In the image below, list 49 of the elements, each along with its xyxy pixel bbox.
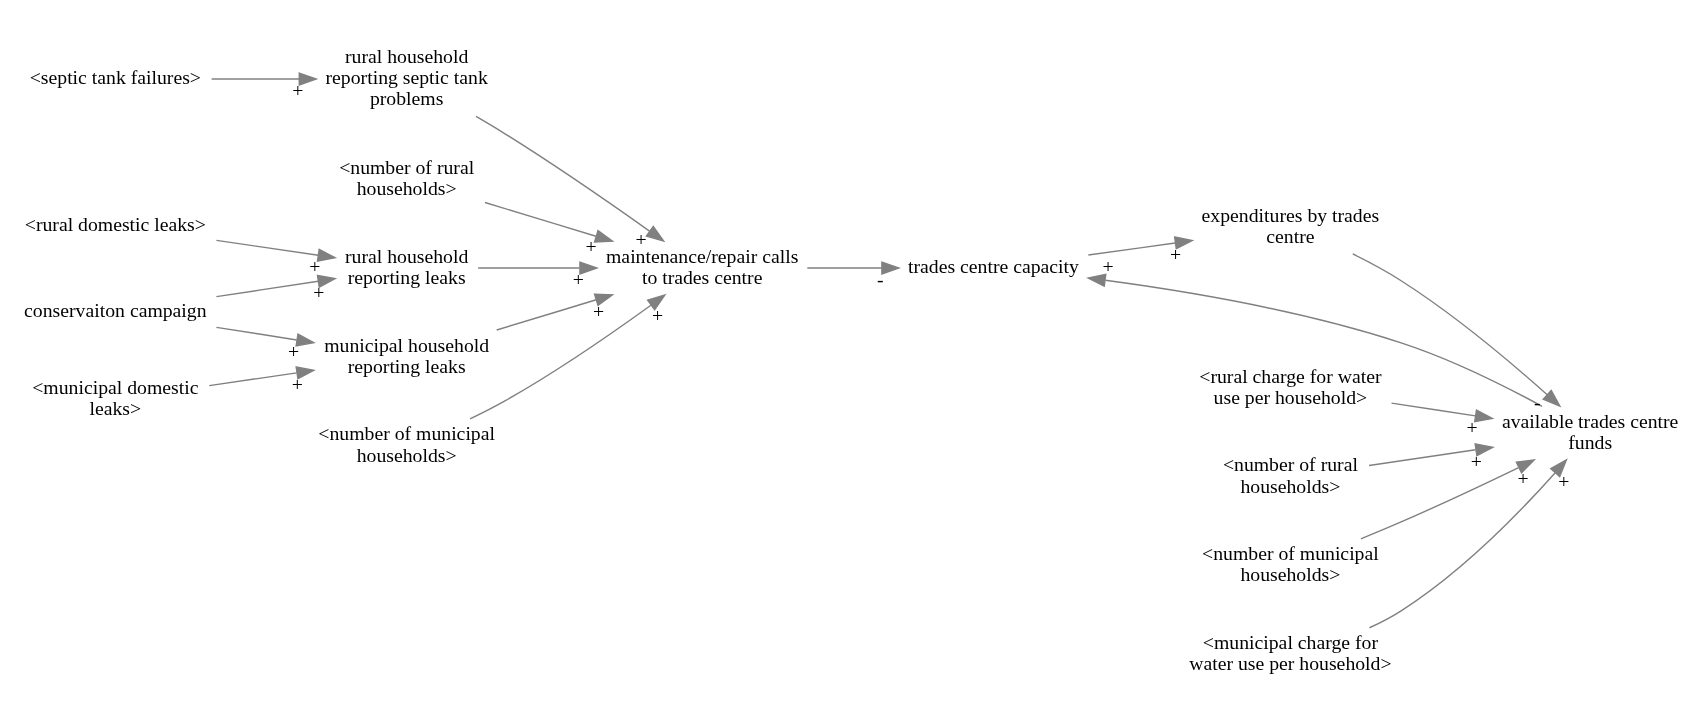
node-text: <rural domestic leaks>	[24, 212, 206, 235]
edge-label: +	[309, 255, 321, 278]
node-text: <number of municipal households>	[318, 422, 495, 466]
node-text: <number of municipal households>	[1202, 542, 1379, 586]
arrow	[1086, 273, 1543, 407]
edge-label: +	[292, 79, 304, 102]
node-text: <municipal domestic leaks>	[32, 375, 199, 420]
arrow	[475, 115, 666, 243]
arrow	[484, 201, 615, 243]
node-text: <number of rural households>	[339, 155, 475, 199]
node-text: rural household reporting septic tank problems	[325, 45, 488, 110]
edge-label: -	[877, 268, 884, 291]
edge-label: +	[592, 299, 605, 322]
arrow	[806, 261, 901, 275]
edge-label: +	[287, 339, 300, 362]
arrow	[495, 293, 615, 331]
arrow	[1390, 402, 1495, 423]
arrow	[1352, 253, 1562, 408]
edge-label: +	[1470, 449, 1482, 472]
node-text: <septic tank failures>	[29, 66, 202, 89]
edge-label: +	[585, 235, 597, 258]
node-text: <number of rural households>	[1222, 453, 1358, 497]
arrow	[208, 366, 316, 387]
edge-label: +	[572, 268, 584, 291]
edge-label: +	[1517, 466, 1529, 489]
node-text: trades centre capacity	[908, 255, 1079, 278]
arrow	[215, 274, 338, 298]
node-text: <municipal charge for water use per household>	[1189, 631, 1392, 675]
arrow	[477, 261, 599, 275]
edge-label: +	[291, 373, 303, 396]
arrow	[1360, 459, 1537, 540]
edge-label: +	[1558, 469, 1570, 492]
edge-label: +	[1102, 254, 1114, 277]
arrow	[469, 293, 667, 420]
node-text: <rural charge for water use per household>	[1199, 364, 1382, 408]
arrow	[1087, 236, 1195, 256]
node-text: municipal household reporting leaks	[324, 333, 490, 377]
node-text: rural household reporting leaks	[345, 244, 469, 288]
arrow	[210, 72, 319, 86]
arrow	[1368, 442, 1495, 467]
arrow	[215, 326, 316, 347]
edge-label: +	[313, 281, 325, 304]
edge-label: +	[1170, 243, 1182, 266]
arrow	[215, 239, 338, 263]
edge-label: +	[1466, 415, 1478, 438]
node-text: expenditures by trades centre	[1201, 203, 1380, 247]
arrow	[1368, 458, 1568, 629]
node-text: conservaiton campaign	[24, 299, 207, 321]
edge-label: +	[651, 303, 664, 326]
